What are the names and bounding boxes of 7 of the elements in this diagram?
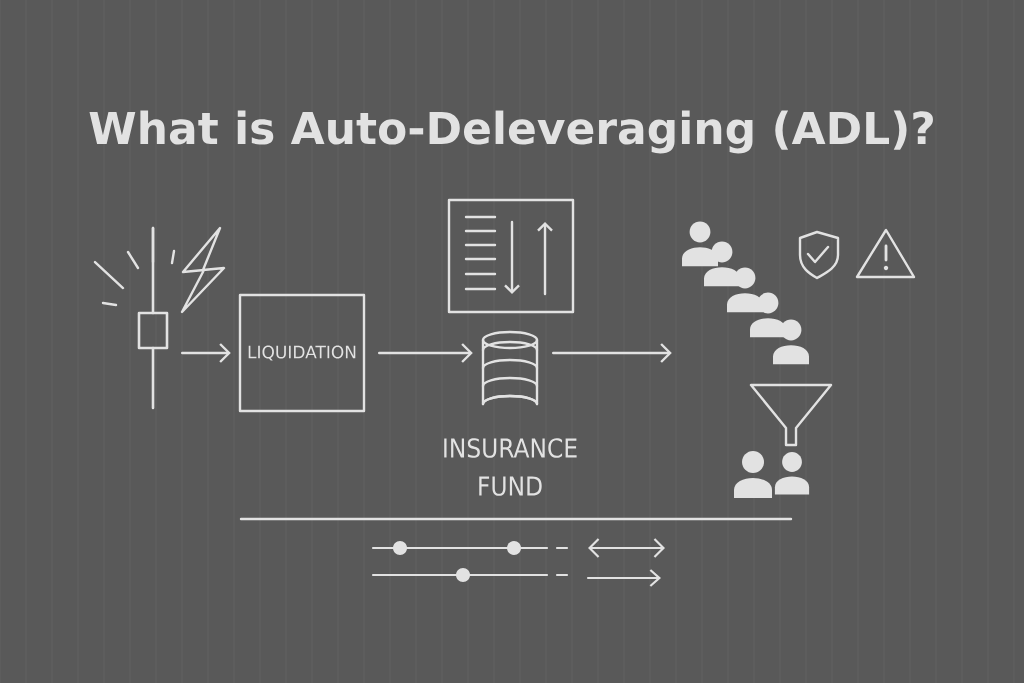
node-label: INSURANCE FUND (444, 438, 577, 496)
arrow (181, 343, 231, 363)
title: What is Auto-Deleveraging (ADL)? (89, 110, 933, 154)
process-box: LIQUIDATION (238, 293, 366, 413)
people-drawing (682, 221, 809, 365)
arrow (378, 343, 473, 363)
arrow (552, 343, 672, 363)
